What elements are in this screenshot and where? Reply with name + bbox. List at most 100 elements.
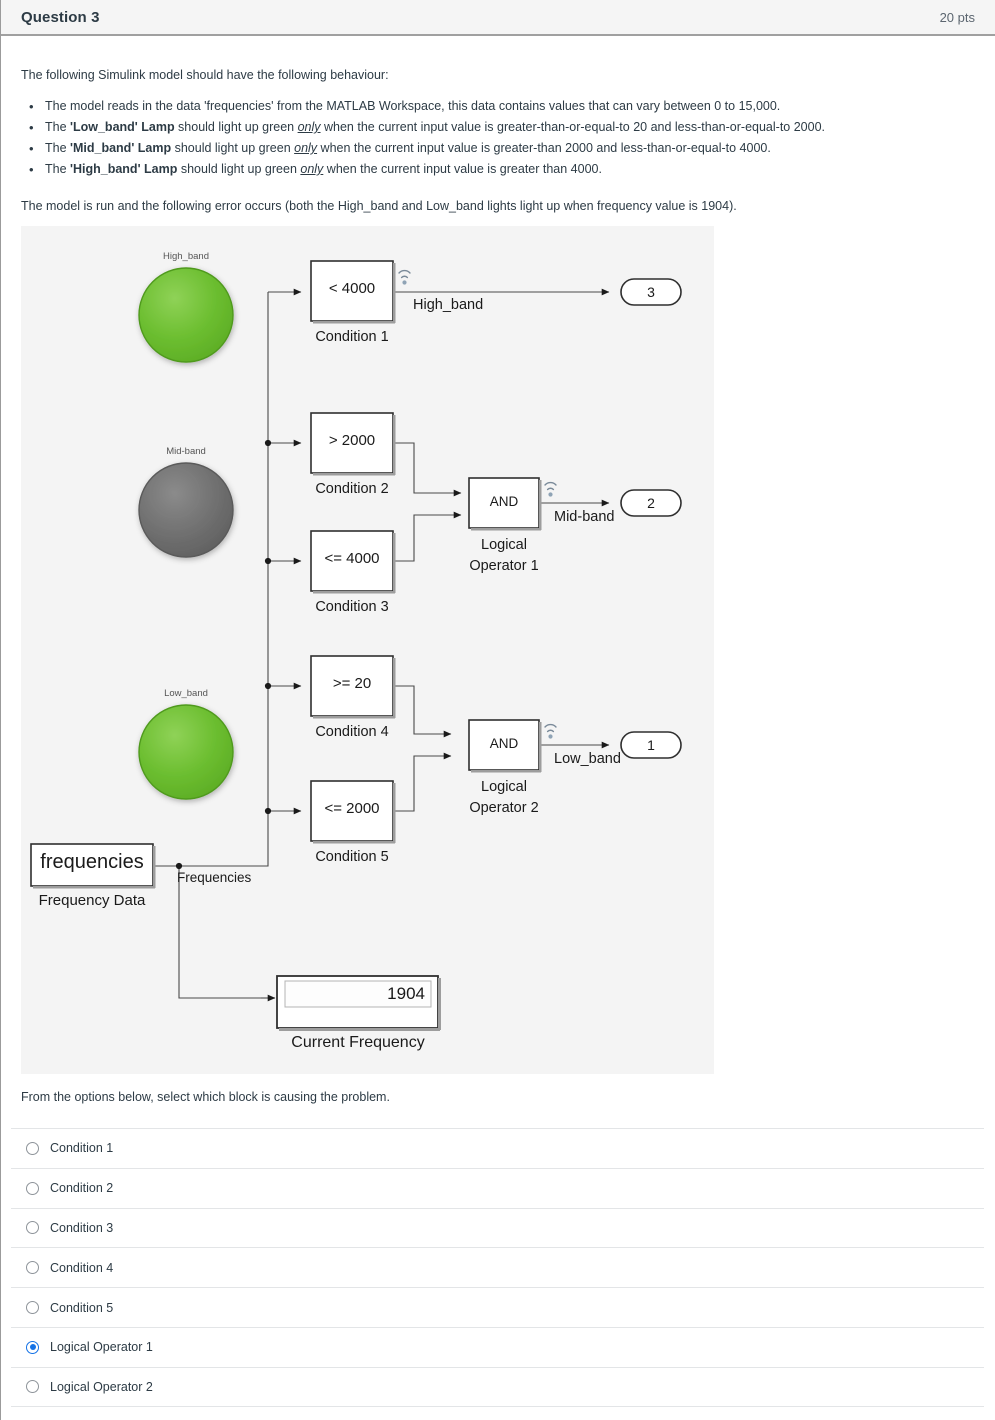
option-label: Condition 3 — [50, 1220, 114, 1235]
block-logical-operator-1 — [468, 477, 542, 531]
option-label: Condition 4 — [50, 1260, 114, 1275]
frequency-data-value: frequencies — [40, 851, 144, 873]
question-header: Question 3 20 pts — [1, 0, 995, 36]
option-row-condition-3[interactable]: Condition 3 — [11, 1207, 984, 1248]
option-row-condition-1[interactable]: Condition 1 — [11, 1128, 984, 1168]
bullet-bold: 'Low_band' Lamp — [70, 120, 175, 134]
bullet-text: when the current input value is greater-… — [317, 141, 771, 155]
radio-icon-condition-5[interactable] — [26, 1301, 39, 1315]
current-frequency-name: Current Frequency — [291, 1034, 425, 1051]
list-item: The model reads in the data 'frequencies… — [29, 96, 971, 117]
bullet-bold: 'High_band' Lamp — [70, 162, 178, 176]
block-condition-5 — [310, 780, 396, 844]
signal-wireless-dot — [402, 280, 407, 285]
answer-options: Condition 1 Condition 2 Condition 3 Cond… — [11, 1128, 984, 1407]
signal-wireless-dot — [548, 734, 553, 739]
intro-text: The following Simulink model should have… — [21, 68, 389, 82]
logical-operator-1-name: Logical Operator 1 — [461, 535, 547, 577]
option-row-logical-operator-1[interactable]: Logical Operator 1 — [11, 1326, 984, 1367]
option-label: Logical Operator 1 — [50, 1340, 153, 1355]
points-badge: 20 pts — [939, 9, 975, 25]
logical-operator-2-name-line1: Logical — [481, 779, 527, 795]
current-frequency-value: 1904 — [387, 984, 425, 1003]
lamp-low-band — [138, 704, 234, 800]
signal-wireless-icon — [544, 481, 557, 491]
bullet-emphasis: only — [300, 162, 324, 176]
block-condition-4 — [310, 655, 396, 719]
condition-2-name: Condition 2 — [315, 481, 389, 497]
outport-2-number: 2 — [647, 495, 655, 511]
condition-1-name: Condition 1 — [315, 329, 389, 345]
bullet-text: when the current input value is greater-… — [320, 120, 825, 134]
bullet-emphasis: only — [294, 141, 318, 155]
radio-icon-condition-4[interactable] — [26, 1261, 39, 1275]
frequency-data-name: Frequency Data — [38, 892, 146, 909]
signal-wireless-dot — [548, 492, 553, 497]
option-label: Logical Operator 2 — [50, 1379, 153, 1394]
list-item: The 'Low_band' Lamp should light up gree… — [29, 117, 971, 138]
condition-4-expression: >= 20 — [332, 675, 372, 692]
page-title: Question 3 — [21, 8, 100, 26]
signal-wireless-icon — [398, 269, 411, 279]
block-condition-3 — [310, 530, 396, 594]
block-logical-operator-2 — [468, 719, 542, 773]
bullet-bold: 'Mid_band' Lamp — [70, 141, 172, 155]
radio-icon-condition-2[interactable] — [26, 1181, 39, 1195]
option-row-condition-2[interactable]: Condition 2 — [11, 1167, 984, 1208]
signal-label-frequencies: Frequencies — [177, 870, 252, 885]
bullet-text: The — [45, 162, 71, 176]
condition-5-name: Condition 5 — [315, 849, 389, 865]
lamp-mid-band — [138, 462, 234, 558]
block-condition-2 — [310, 412, 396, 476]
behaviour-list: The model reads in the data 'frequencies… — [21, 96, 971, 180]
bullet-text: The model reads in the data 'frequencies… — [45, 99, 781, 113]
option-label: Condition 5 — [50, 1300, 114, 1315]
outport-2 — [620, 489, 682, 517]
logical-operator-1-name-line1: Logical — [481, 537, 527, 553]
radio-icon-logical-operator-1[interactable] — [26, 1340, 39, 1354]
answer-prompt: From the options below, select which blo… — [21, 1090, 390, 1104]
radio-icon-logical-operator-2[interactable] — [26, 1380, 39, 1394]
radio-icon-condition-3[interactable] — [26, 1221, 39, 1235]
logical-operator-1-op: AND — [489, 494, 519, 509]
condition-3-name: Condition 3 — [315, 599, 389, 615]
block-condition-1 — [310, 260, 396, 324]
signal-label-high-band: High_band — [413, 297, 484, 313]
condition-1-expression: < 4000 — [328, 280, 376, 297]
bullet-text: should light up green — [171, 141, 295, 155]
error-description: The model is run and the following error… — [21, 199, 737, 213]
logical-operator-2-op: AND — [489, 736, 519, 751]
signal-wireless-icon — [544, 723, 557, 733]
lamp-label-low-band: Low_band — [164, 688, 208, 699]
condition-5-expression: <= 2000 — [324, 800, 380, 817]
bullet-text: should light up green — [174, 120, 298, 134]
list-item: The 'High_band' Lamp should light up gre… — [29, 159, 971, 180]
bullet-text: when the current input value is greater … — [323, 162, 602, 176]
option-row-logical-operator-2[interactable]: Logical Operator 2 — [11, 1366, 984, 1407]
simulink-model-diagram: High_band Mid-band Low_band < 4000 > 200… — [21, 226, 714, 1074]
option-label: Condition 1 — [50, 1141, 114, 1156]
signal-label-low-band: Low_band — [554, 751, 621, 767]
block-frequency-data — [30, 843, 156, 889]
outport-1 — [620, 731, 682, 759]
condition-2-expression: > 2000 — [328, 432, 376, 449]
bullet-text: The — [45, 141, 71, 155]
lamp-label-mid-band: Mid-band — [166, 446, 206, 457]
logical-operator-2-name-line2: Operator 2 — [469, 800, 539, 816]
block-current-frequency — [276, 975, 441, 1031]
bullet-text: should light up green — [177, 162, 301, 176]
logical-operator-2-name: Logical Operator 2 — [461, 777, 547, 819]
outport-1-number: 1 — [647, 737, 655, 753]
bullet-text: The — [45, 120, 71, 134]
outport-3 — [620, 278, 682, 306]
radio-icon-condition-1[interactable] — [26, 1141, 39, 1155]
signal-label-mid-band: Mid-band — [554, 509, 615, 525]
option-label: Condition 2 — [50, 1181, 114, 1196]
lamp-high-band — [138, 267, 234, 363]
option-row-condition-4[interactable]: Condition 4 — [11, 1247, 984, 1287]
logical-operator-1-name-line2: Operator 1 — [469, 558, 539, 574]
condition-4-name: Condition 4 — [315, 724, 389, 740]
option-row-condition-5[interactable]: Condition 5 — [11, 1287, 984, 1327]
list-item: The 'Mid_band' Lamp should light up gree… — [29, 138, 971, 159]
